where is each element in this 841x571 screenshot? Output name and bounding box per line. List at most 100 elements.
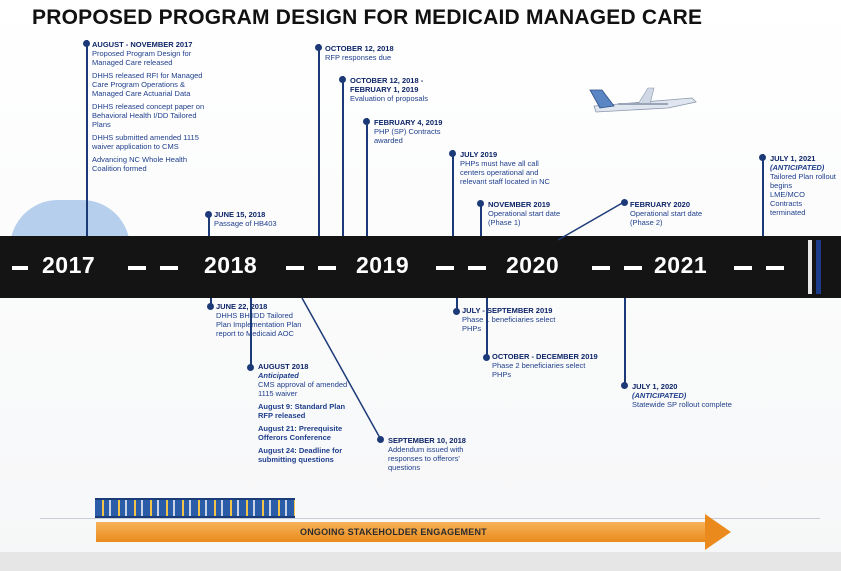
event-jul-1-2021: JULY 1, 2021 (ANTICIPATED) Tailored Plan… (770, 154, 836, 217)
event-oct-dec-2019: OCTOBER - DECEMBER 2019 Phase 2 benefici… (492, 352, 602, 379)
band-divider-blue (816, 240, 821, 294)
band-dash (128, 266, 146, 270)
event-jun-22-2018: JUNE 22, 2018 DHHS BH IDD Tailored Plan … (216, 302, 306, 338)
band-dash (734, 266, 752, 270)
event-line: Phase 2 beneficiaries select PHPs (492, 361, 586, 379)
event-jul-2019: JULY 2019 PHPs must have all call center… (460, 150, 550, 186)
event-date: FEBRUARY 4, 2019 (374, 118, 443, 127)
event-date: OCTOBER - DECEMBER 2019 (492, 352, 598, 361)
event-nov-2019: NOVEMBER 2019 Operational start date (Ph… (488, 200, 568, 227)
event-note: (ANTICIPATED) (770, 163, 825, 172)
year-label-2019: 2019 (356, 252, 410, 278)
event-connector (456, 298, 458, 312)
event-line: LME/MCO Contracts terminated (770, 190, 806, 217)
event-connector (318, 44, 320, 236)
event-date: JULY 1, 2021 (770, 154, 816, 163)
event-date: OCTOBER 12, 2018 (325, 44, 394, 53)
ground-line (40, 518, 820, 519)
event-dot (449, 150, 456, 157)
year-label-2021: 2021 (654, 252, 708, 278)
event-jul-1-2020: JULY 1, 2020 (ANTICIPATED) Statewide SP … (632, 382, 772, 409)
event-line: Proposed Program Design for Managed Care… (92, 49, 192, 67)
event-line: RFP responses due (325, 53, 392, 62)
event-line: Phase 1 beneficiaries select PHPs (462, 315, 556, 333)
event-date: JULY - SEPTEMBER 2019 (462, 306, 553, 315)
event-line: DHHS released RFI for Managed Care Progr… (92, 71, 203, 98)
event-line: August 9: Standard Plan RFP released (258, 402, 346, 420)
event-connector (624, 298, 626, 386)
event-date: JULY 1, 2020 (632, 382, 678, 391)
event-connector (208, 212, 210, 236)
event-dot (363, 118, 370, 125)
event-line: DHHS released concept paper on Behaviora… (92, 102, 205, 129)
event-line: DHHS BH IDD Tailored Plan Implementation… (216, 311, 302, 338)
band-dash (592, 266, 610, 270)
event-note: Anticipated (258, 371, 299, 380)
event-oct-12-2018: OCTOBER 12, 2018 RFP responses due (325, 44, 415, 62)
event-dot (83, 40, 90, 47)
band-divider (808, 240, 812, 294)
event-dot (453, 308, 460, 315)
event-line: Operational start date (Phase 1) (488, 209, 561, 227)
event-note: (ANTICIPATED) (632, 391, 687, 400)
event-date: JULY 2019 (460, 150, 498, 159)
event-line: CMS approval of amended 1115 waiver (258, 380, 348, 398)
train-icon (95, 498, 295, 518)
event-date: AUGUST 2018 (258, 362, 309, 371)
band-dash (12, 266, 28, 270)
bottom-bar (0, 552, 841, 571)
event-line: Operational start date (Phase 2) (630, 209, 703, 227)
event-connector-diagonal (557, 201, 625, 241)
event-connector (452, 150, 454, 236)
band-dash (468, 266, 486, 270)
event-dot (205, 211, 212, 218)
page-title: PROPOSED PROGRAM DESIGN FOR MEDICAID MAN… (32, 6, 703, 29)
event-dot (759, 154, 766, 161)
year-label-2020: 2020 (506, 252, 560, 278)
band-dash (436, 266, 454, 270)
event-line: August 24: Deadline for submitting quest… (258, 446, 343, 464)
event-line: DHHS submitted amended 1115 waiver appli… (92, 133, 199, 151)
event-dot (621, 382, 628, 389)
event-dot (621, 199, 628, 206)
event-line: PHPs must have all call centers operatio… (460, 159, 550, 186)
event-line: Passage of HB403 (214, 219, 277, 228)
event-connector (486, 298, 488, 358)
event-oct-2018-feb-2019: OCTOBER 12, 2018 - FEBRUARY 1, 2019 Eval… (350, 76, 450, 103)
year-label-2017: 2017 (42, 252, 96, 278)
event-dot (477, 200, 484, 207)
arrow-head-icon (705, 514, 731, 550)
event-feb-2020: FEBRUARY 2020 Operational start date (Ph… (630, 200, 720, 227)
event-line: Evaluation of proposals (350, 94, 428, 103)
event-line: Advancing NC Whole Health Coalition form… (92, 155, 188, 173)
event-feb-4-2019: FEBRUARY 4, 2019 PHP (SP) Contracts awar… (374, 118, 454, 145)
event-date: JUNE 15, 2018 (214, 210, 266, 219)
event-line: Tailored Plan rollout begins (770, 172, 836, 190)
event-connector (366, 118, 368, 236)
event-jun-15-2018: JUNE 15, 2018 Passage of HB403 (214, 210, 294, 228)
event-connector (86, 40, 88, 236)
year-label-2018: 2018 (204, 252, 258, 278)
event-connector (342, 76, 344, 236)
event-date: NOVEMBER 2019 (488, 200, 551, 209)
event-date: OCTOBER 12, 2018 - FEBRUARY 1, 2019 (350, 76, 424, 94)
event-date: AUGUST - NOVEMBER 2017 (92, 40, 193, 49)
event-date: FEBRUARY 2020 (630, 200, 691, 209)
event-connector (762, 154, 764, 236)
event-line: August 21: Prerequisite Offerors Confere… (258, 424, 343, 442)
event-dot (483, 354, 490, 361)
engagement-arrow (96, 522, 706, 542)
event-jul-sep-2019: JULY - SEPTEMBER 2019 Phase 1 beneficiar… (462, 306, 562, 333)
airplane-icon (589, 87, 697, 113)
event-line: Statewide SP rollout complete (632, 400, 732, 409)
band-dash (286, 266, 304, 270)
band-dash (766, 266, 784, 270)
engagement-label: ONGOING STAKEHOLDER ENGAGEMENT (300, 527, 487, 537)
timeline-band (0, 236, 841, 298)
event-dot (247, 364, 254, 371)
event-connector-diagonal (301, 297, 381, 439)
event-dot (315, 44, 322, 51)
event-line: Addendum issued with responses to offero… (388, 445, 464, 472)
event-connector (480, 202, 482, 236)
